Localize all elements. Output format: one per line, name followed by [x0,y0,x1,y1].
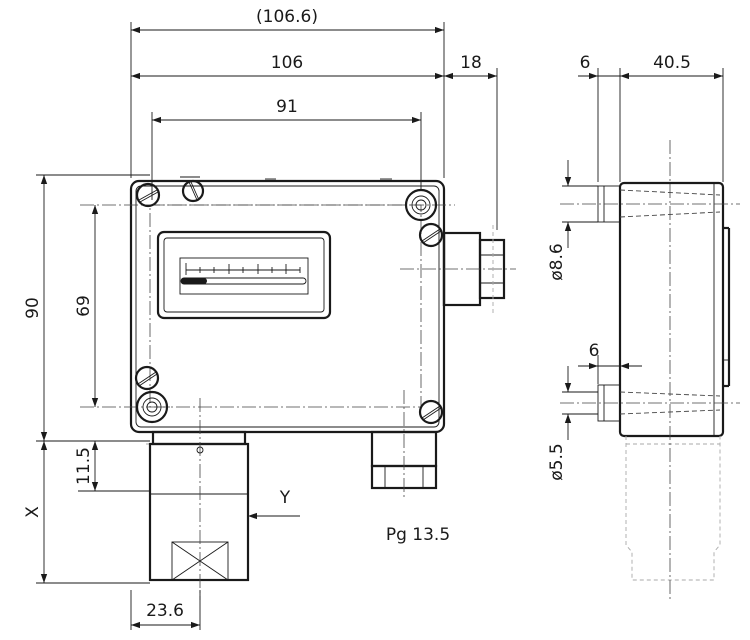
scale-window [156,230,332,320]
slotted-screw [181,179,205,203]
dim-body-width: 106 [271,53,303,73]
right-cable-gland [400,225,516,313]
dim-dia-upper: ø8.6 [547,243,567,280]
dim-fitting-step: 11.5 [74,447,94,485]
dimension-labels: (106.6) 106 18 91 6 40.5 90 69 11.5 X 23… [23,7,691,621]
upper-gland-side [560,185,740,223]
dim-side-hole-offset: 6 [589,341,600,361]
side-housing [618,181,725,438]
dim-screw-pitch-h: 91 [276,97,298,117]
slotted-screw [135,182,161,208]
bottom-cable-gland [370,390,438,500]
slotted-screw [418,222,444,248]
side-view [560,140,740,600]
lower-gland-side [560,384,740,422]
slotted-screw [418,399,444,425]
dim-gland-projection: 18 [460,53,482,73]
dimension-lines [36,22,724,630]
dim-body-height: 90 [23,297,43,319]
cable-gland-label: Pg 13.5 [386,525,450,545]
slotted-screw [134,365,160,391]
dim-side-depth: 40.5 [653,53,691,73]
dim-fitting-width: 23.6 [146,601,184,621]
pressure-fitting [146,398,250,600]
front-view [80,176,516,600]
mounting-hole-bottom-left [135,390,169,424]
dim-overall-width-ref: (106.6) [256,7,318,27]
dim-screw-pitch-v: 69 [74,295,94,317]
dim-side-offset: 6 [580,53,591,73]
dim-fitting-length: X [23,506,43,518]
view-marker-y: Y [279,488,291,508]
dim-dia-lower: ø5.5 [547,443,567,480]
housing-body [129,179,446,434]
